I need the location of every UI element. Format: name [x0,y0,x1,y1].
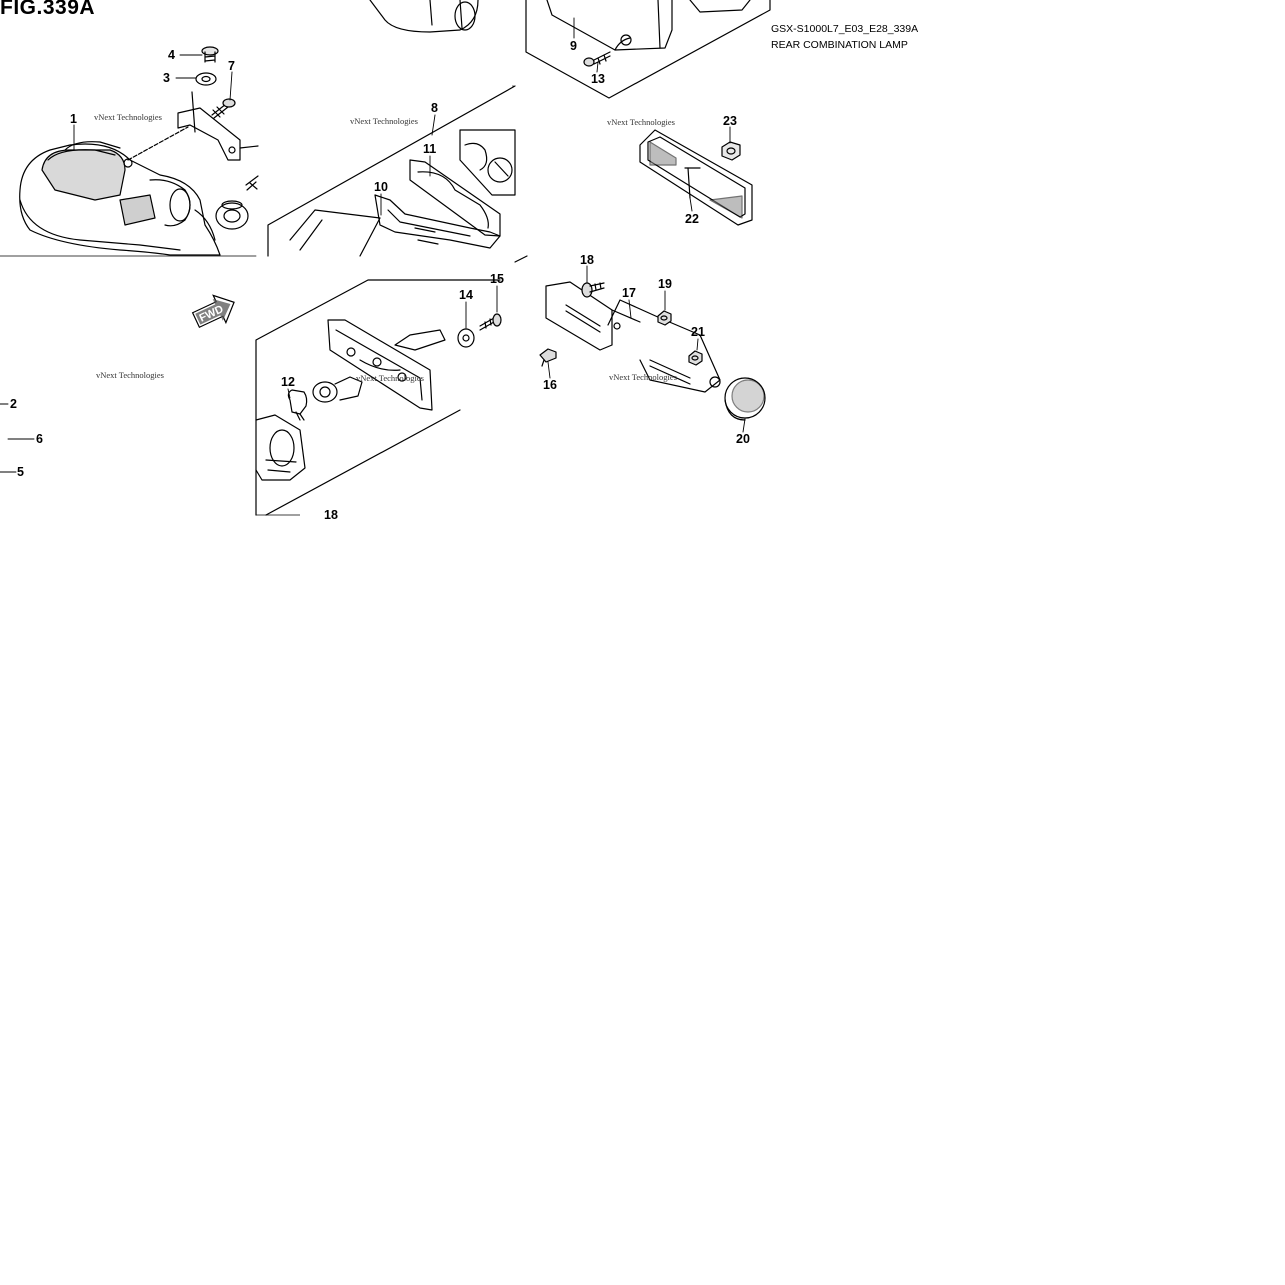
fwd-arrow-icon: FWD [191,294,235,329]
screw-15 [479,313,502,331]
washer-14 [457,328,475,348]
watermark: vNext Technologies [350,116,418,126]
screw-18 [581,282,605,298]
callout-11: 11 [423,142,436,156]
callout-3: 3 [163,71,170,85]
grommet-right [215,175,259,230]
callouts: 1 2 3 4 5 6 7 8 9 10 11 12 13 14 15 16 1… [10,39,750,522]
bulb-12 [287,389,308,421]
lamp-housing-top [369,0,479,33]
callout-7: 7 [228,59,235,73]
bracket [177,91,259,161]
callout-15: 15 [490,272,504,286]
watermark: vNext Technologies [94,112,162,122]
reflector-22 [639,129,753,226]
watermark: vNext Technologies [609,372,677,382]
screw-13 [583,51,611,67]
screw-4 [201,46,219,63]
bolt-16 [539,348,557,367]
callout-18: 18 [580,253,594,267]
callout-4: 4 [168,48,175,62]
watermark: vNext Technologies [356,373,424,383]
watermarks: vNext Technologies vNext Technologies vN… [94,112,677,383]
callout-17: 17 [622,286,636,300]
model-code: GSX-S1000L7_E03_E28_339A [771,23,919,35]
callout-22: 22 [685,212,699,226]
watermark: vNext Technologies [607,117,675,127]
callout-14: 14 [459,288,473,302]
callout-18-bottom: 18 [324,508,338,522]
license-lamp-group [267,85,516,257]
callout-2: 2 [10,397,17,411]
nut-19 [657,310,672,326]
callout-6: 6 [36,432,43,446]
callout-9: 9 [570,39,577,53]
callout-16: 16 [543,378,557,392]
nut-23 [721,141,741,161]
callout-1: 1 [70,112,77,126]
leader-lines [0,17,746,473]
callout-13: 13 [591,72,605,86]
callout-12: 12 [281,375,295,389]
callout-23: 23 [723,114,737,128]
callout-21: 21 [691,325,705,339]
lens-9 [525,0,771,99]
socket-panel [255,279,501,516]
lamp-assembly [19,126,221,256]
bracket-17 [545,281,721,393]
socket-12 [312,376,363,403]
callout-10: 10 [374,180,388,194]
watermark: vNext Technologies [96,370,164,380]
callout-5: 5 [17,465,24,479]
screw-7 [211,98,236,119]
reflector-20 [724,377,766,421]
callout-20: 20 [736,432,750,446]
washer-3 [195,72,217,86]
figure-title: FIG.339A [0,0,96,19]
callout-8: 8 [431,101,438,115]
nut-21 [688,350,703,366]
section-name: REAR COMBINATION LAMP [771,39,908,51]
callout-19: 19 [658,277,672,291]
